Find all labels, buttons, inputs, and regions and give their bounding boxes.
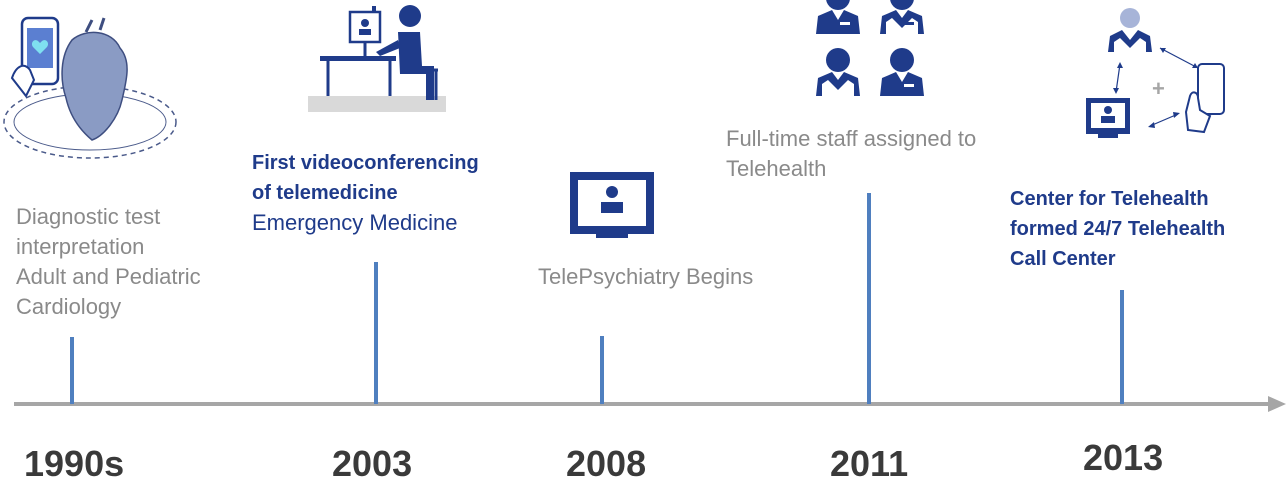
event-2013-title-line-2: formed 24/7 Telehealth <box>1010 218 1226 240</box>
event-2011-desc-line-2: Telehealth <box>726 156 827 181</box>
event-2011-description: Full-time staff assigned to Telehealth <box>726 124 976 184</box>
timeline-arrowhead <box>1268 396 1286 412</box>
desk-videoconference-icon <box>308 5 446 112</box>
phone-heart-icon <box>3 16 177 159</box>
monitor-person-icon <box>570 172 654 238</box>
telehealth-network-icon: + <box>1086 8 1225 138</box>
event-2008-description: TelePsychiatry Begins <box>538 262 753 292</box>
event-1990s-description: Diagnostic test interpretation Adult and… <box>16 202 201 322</box>
event-1990s-desc-line-3: Adult and Pediatric <box>16 264 201 289</box>
event-2008-desc-line-1: TelePsychiatry Begins <box>538 264 754 289</box>
event-2003-text: First videoconferencing of telemedicine … <box>252 148 479 238</box>
year-label-1990s: 1990s <box>24 443 125 484</box>
event-1990s-desc-line-4: Cardiology <box>16 294 122 319</box>
event-2003-desc-line-1: Emergency Medicine <box>252 210 458 235</box>
year-label-2011: 2011 <box>830 443 909 484</box>
event-2013-title-line-1: Center for Telehealth <box>1010 188 1209 210</box>
year-label-2008: 2008 <box>566 443 647 484</box>
svg-text:+: + <box>1152 76 1165 101</box>
event-2013-title-line-3: Call Center <box>1010 248 1116 270</box>
event-1990s-desc-line-2: interpretation <box>16 234 145 259</box>
event-2003-title-line-2: of telemedicine <box>252 182 398 204</box>
year-label-2013: 2013 <box>1083 437 1164 478</box>
event-2003-title-line-1: First videoconferencing <box>252 152 479 174</box>
event-1990s-desc-line-1: Diagnostic test <box>16 204 161 229</box>
year-label-2003: 2003 <box>332 443 413 484</box>
event-2013-text: Center for Telehealth formed 24/7 Telehe… <box>1010 184 1225 274</box>
event-2011-desc-line-1: Full-time staff assigned to <box>726 126 977 151</box>
staff-group-icon <box>816 0 924 96</box>
